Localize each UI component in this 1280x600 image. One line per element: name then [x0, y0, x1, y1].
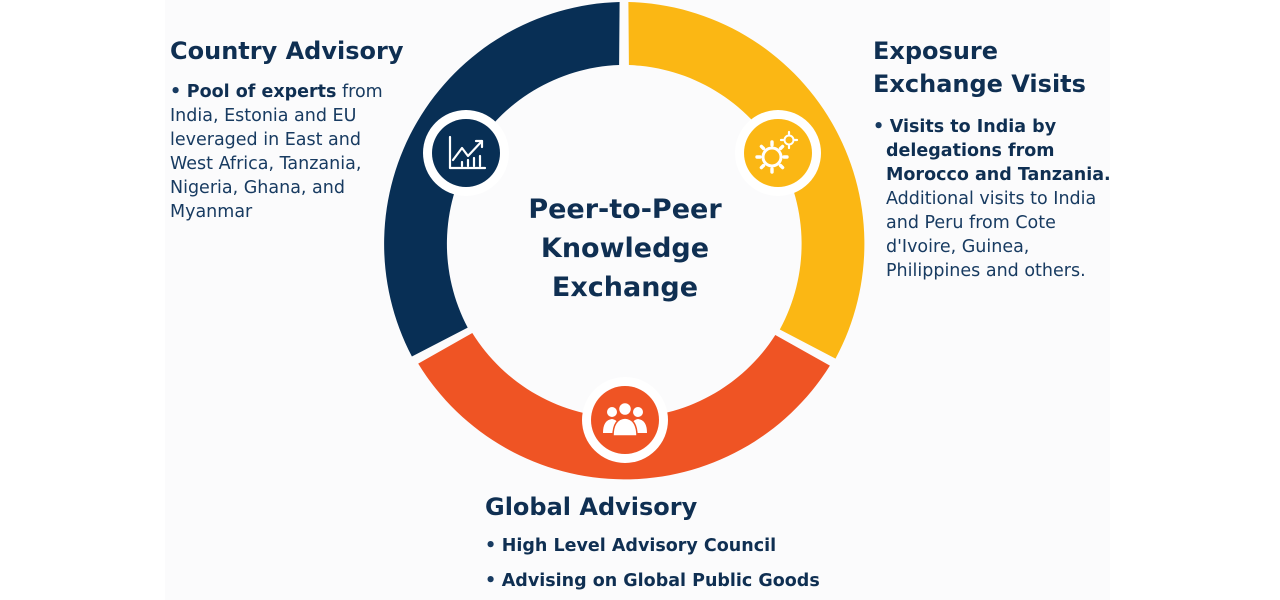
segment-country-advisory [384, 2, 620, 357]
gears-icon [755, 130, 799, 174]
global-advisory-bullet-1: • High Level Advisory Council [485, 536, 777, 556]
background-panel [165, 0, 1110, 600]
global-advisory-heading: Global Advisory [485, 493, 698, 521]
gears-icon-badge [735, 110, 821, 196]
country-advisory-heading: Country Advisory [170, 37, 404, 65]
people-group-icon-badge [582, 377, 668, 463]
segment-global-advisory [418, 333, 830, 480]
segment-exposure-exchange-visits [628, 2, 865, 359]
center-title: Peer-to-Peer Knowledge Exchange [528, 194, 722, 303]
trend-chart-icon-badge [423, 110, 509, 196]
global-advisory-bullet-2: • Advising on Global Public Goods [485, 571, 820, 591]
country-advisory-bullet: • Pool of experts from India, Estonia an… [170, 82, 383, 222]
exposure-exchange-visits-bullet: • Visits to India by delegations from Mo… [873, 117, 1111, 281]
trend-chart-icon [448, 135, 487, 170]
people-group-icon [603, 401, 647, 437]
